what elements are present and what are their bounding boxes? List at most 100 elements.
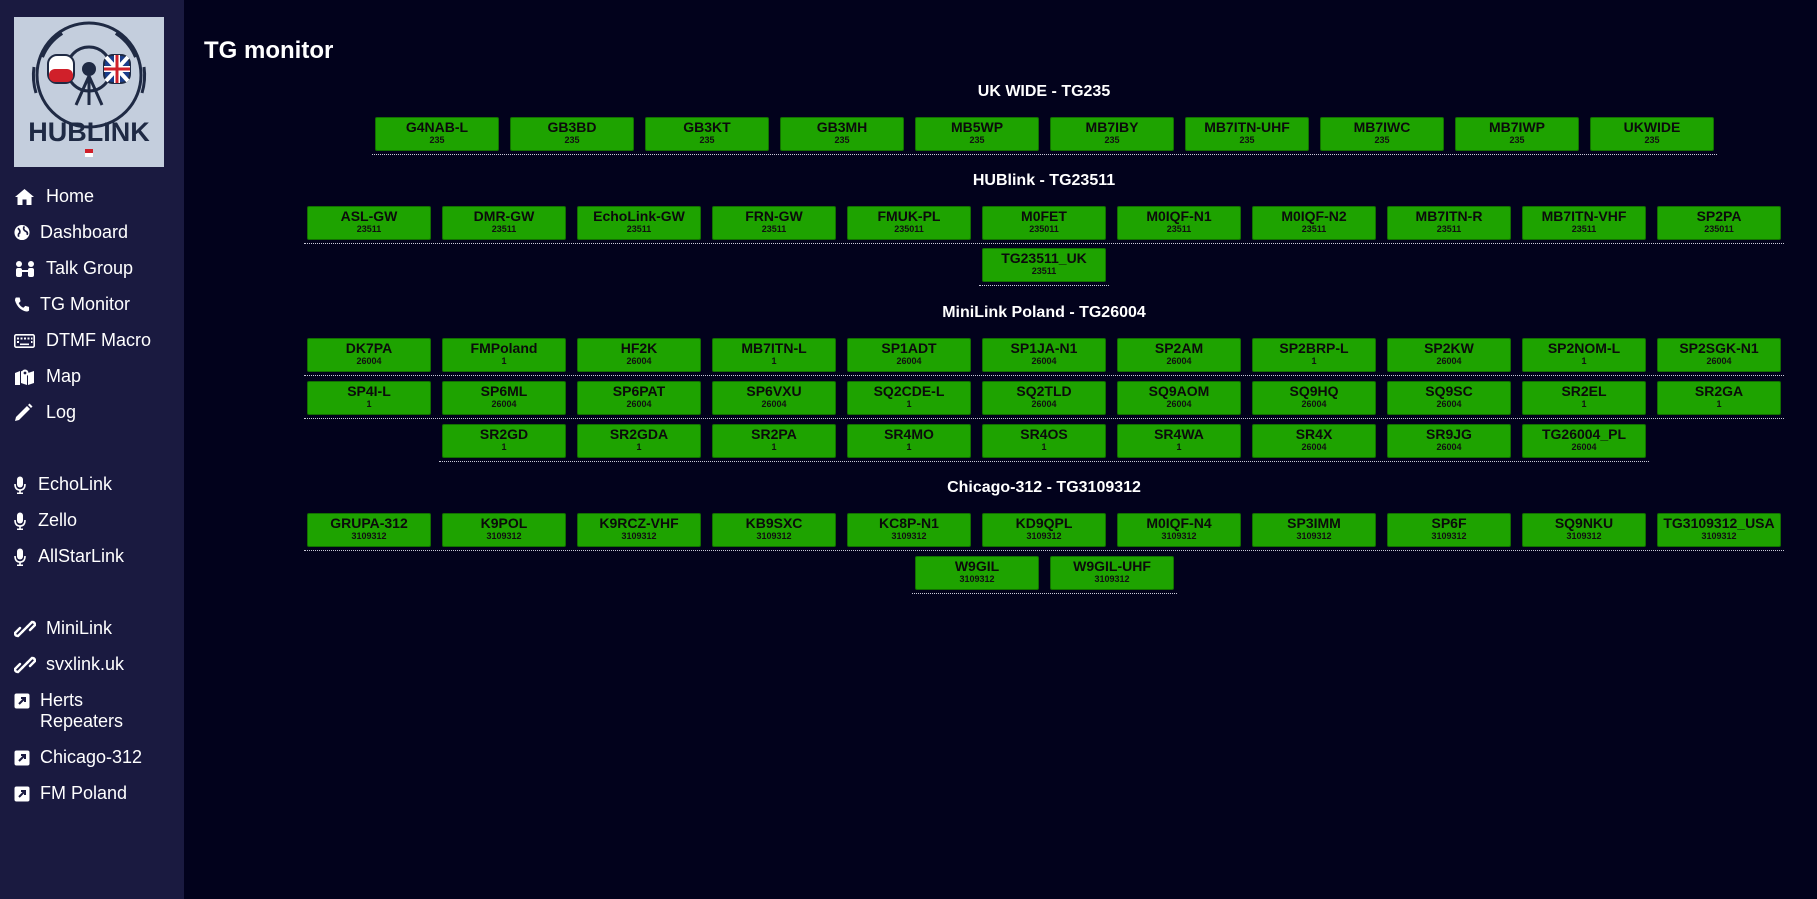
node-callsign: TG23511_UK [1001,250,1087,266]
sidebar-item-allstarlink[interactable]: AllStarLink [0,546,184,567]
sidebar-item-minilink[interactable]: MiniLink [0,618,184,639]
sidebar-item-tg-monitor[interactable]: TG Monitor [0,294,184,315]
sidebar-item-talk-group[interactable]: Talk Group [0,258,184,279]
sidebar-item-dtmf-macro[interactable]: DTMF Macro [0,330,184,351]
sidebar-item-zello[interactable]: Zello [0,510,184,531]
node-talkgroup: 1 [771,356,777,366]
sidebar-item-echolink[interactable]: EchoLink [0,474,184,495]
external-link-icon [14,747,30,768]
node-talkgroup: 1 [1581,399,1587,409]
node-callsign: FMUK-PL [877,208,941,224]
sidebar-item-home[interactable]: Home [0,186,184,207]
sidebar-item-map[interactable]: Map [0,366,184,387]
node-talkgroup: 3109312 [1701,531,1737,541]
hublink-logo[interactable]: HUBLINK [14,17,164,167]
node-talkgroup: 235 [1239,135,1255,145]
node-talkgroup: 235 [1374,135,1390,145]
sidebar-item-herts-repeaters[interactable]: Herts Repeaters [0,690,184,732]
sidebar-item-fm-poland[interactable]: FM Poland [0,783,184,804]
sidebar-item-label: Home [46,186,95,206]
node-talkgroup: 23511 [1571,224,1597,234]
sidebar-item-dashboard[interactable]: Dashboard [0,222,184,243]
sidebar-item-svxlink-uk[interactable]: svxlink.uk [0,654,184,675]
node-callsign: SQ9NKU [1554,515,1614,531]
node-talkgroup: 26004 [896,356,922,366]
sidebar-item-chicago-312[interactable]: Chicago-312 [0,747,184,768]
pencil-icon [14,402,36,423]
sidebar-item-log[interactable]: Log [0,402,184,423]
node-callsign: K9RCZ-VHF [599,515,679,531]
node-talkgroup: 3109312 [756,531,792,541]
node-callsign: DMR-GW [473,208,535,224]
node-talkgroup: 26004 [1436,356,1462,366]
